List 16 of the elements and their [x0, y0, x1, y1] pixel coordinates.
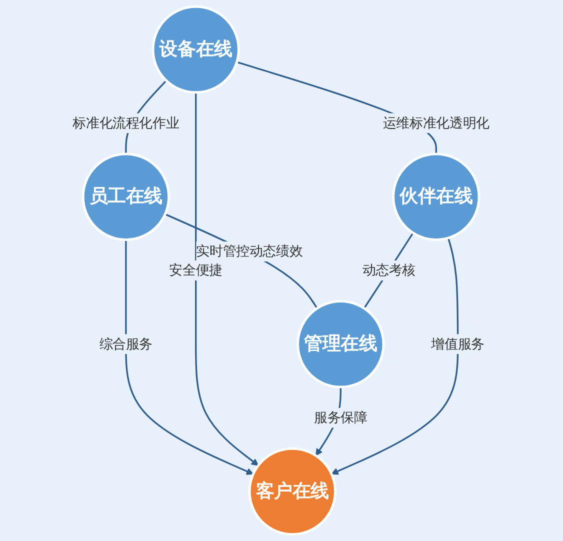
arrow	[195, 92, 260, 466]
edge-label: 标准化流程化作业	[73, 114, 180, 131]
edge-label: 服务保障	[314, 409, 368, 426]
edge-label: 动态考核	[362, 262, 416, 278]
node-circle: 员工在线	[82, 152, 170, 241]
node-circle: 客户在线	[248, 447, 337, 536]
arrow	[332, 238, 460, 475]
arrow	[126, 240, 254, 475]
connector	[165, 213, 318, 309]
node-circle: 设备在线	[152, 5, 240, 94]
edge-label: 综合服务	[100, 336, 154, 352]
edge-label: 增值服务	[432, 336, 485, 352]
edge-label: 运维标准化透明化	[383, 114, 490, 131]
edge-label: 实时管控动态绩效	[196, 243, 304, 259]
node-circle: 管理在线	[297, 300, 386, 388]
edge-label: 安全便捷	[170, 262, 223, 278]
